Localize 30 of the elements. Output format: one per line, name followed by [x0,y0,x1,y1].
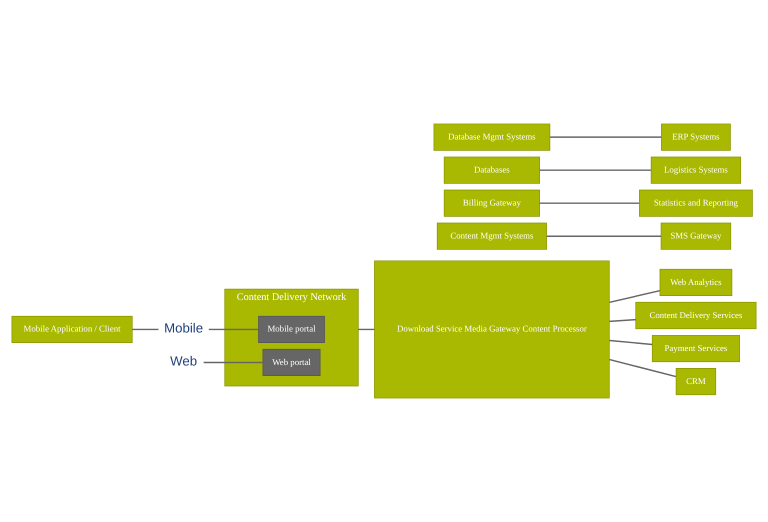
connector [540,169,651,171]
node-box: Mobile Application / Client [12,316,133,344]
node-box: Download Service Media Gateway Content Processor [374,260,610,398]
node-text: Web [170,354,198,369]
node-box: Web Analytics [660,268,732,296]
connector [610,340,652,346]
connector [540,202,640,204]
connector [550,136,662,138]
node-box: Content Delivery Services [635,302,756,330]
node-box: Payment Services [652,334,740,362]
node-box: Statistics and Reporting [639,190,753,217]
node-box: Web portal [262,348,321,376]
connector [609,290,660,304]
connector [610,318,636,322]
connector [609,358,676,378]
node-box: Databases [444,156,540,184]
connector [546,236,662,237]
connector [132,328,158,330]
node-box: Database Mgmt Systems [434,124,550,151]
node-box: ERP Systems [661,124,731,151]
node-text: Mobile [164,320,204,336]
connector [204,362,263,364]
node-box: Mobile portal [258,316,325,344]
node-box: SMS Gateway [660,222,732,250]
node-box: Content Mgmt Systems [436,222,547,250]
connector [358,328,374,330]
connector [208,328,258,330]
node-box: CRM [676,368,716,396]
node-box: Billing Gateway [444,190,540,217]
node-box: Logistics Systems [650,156,742,184]
